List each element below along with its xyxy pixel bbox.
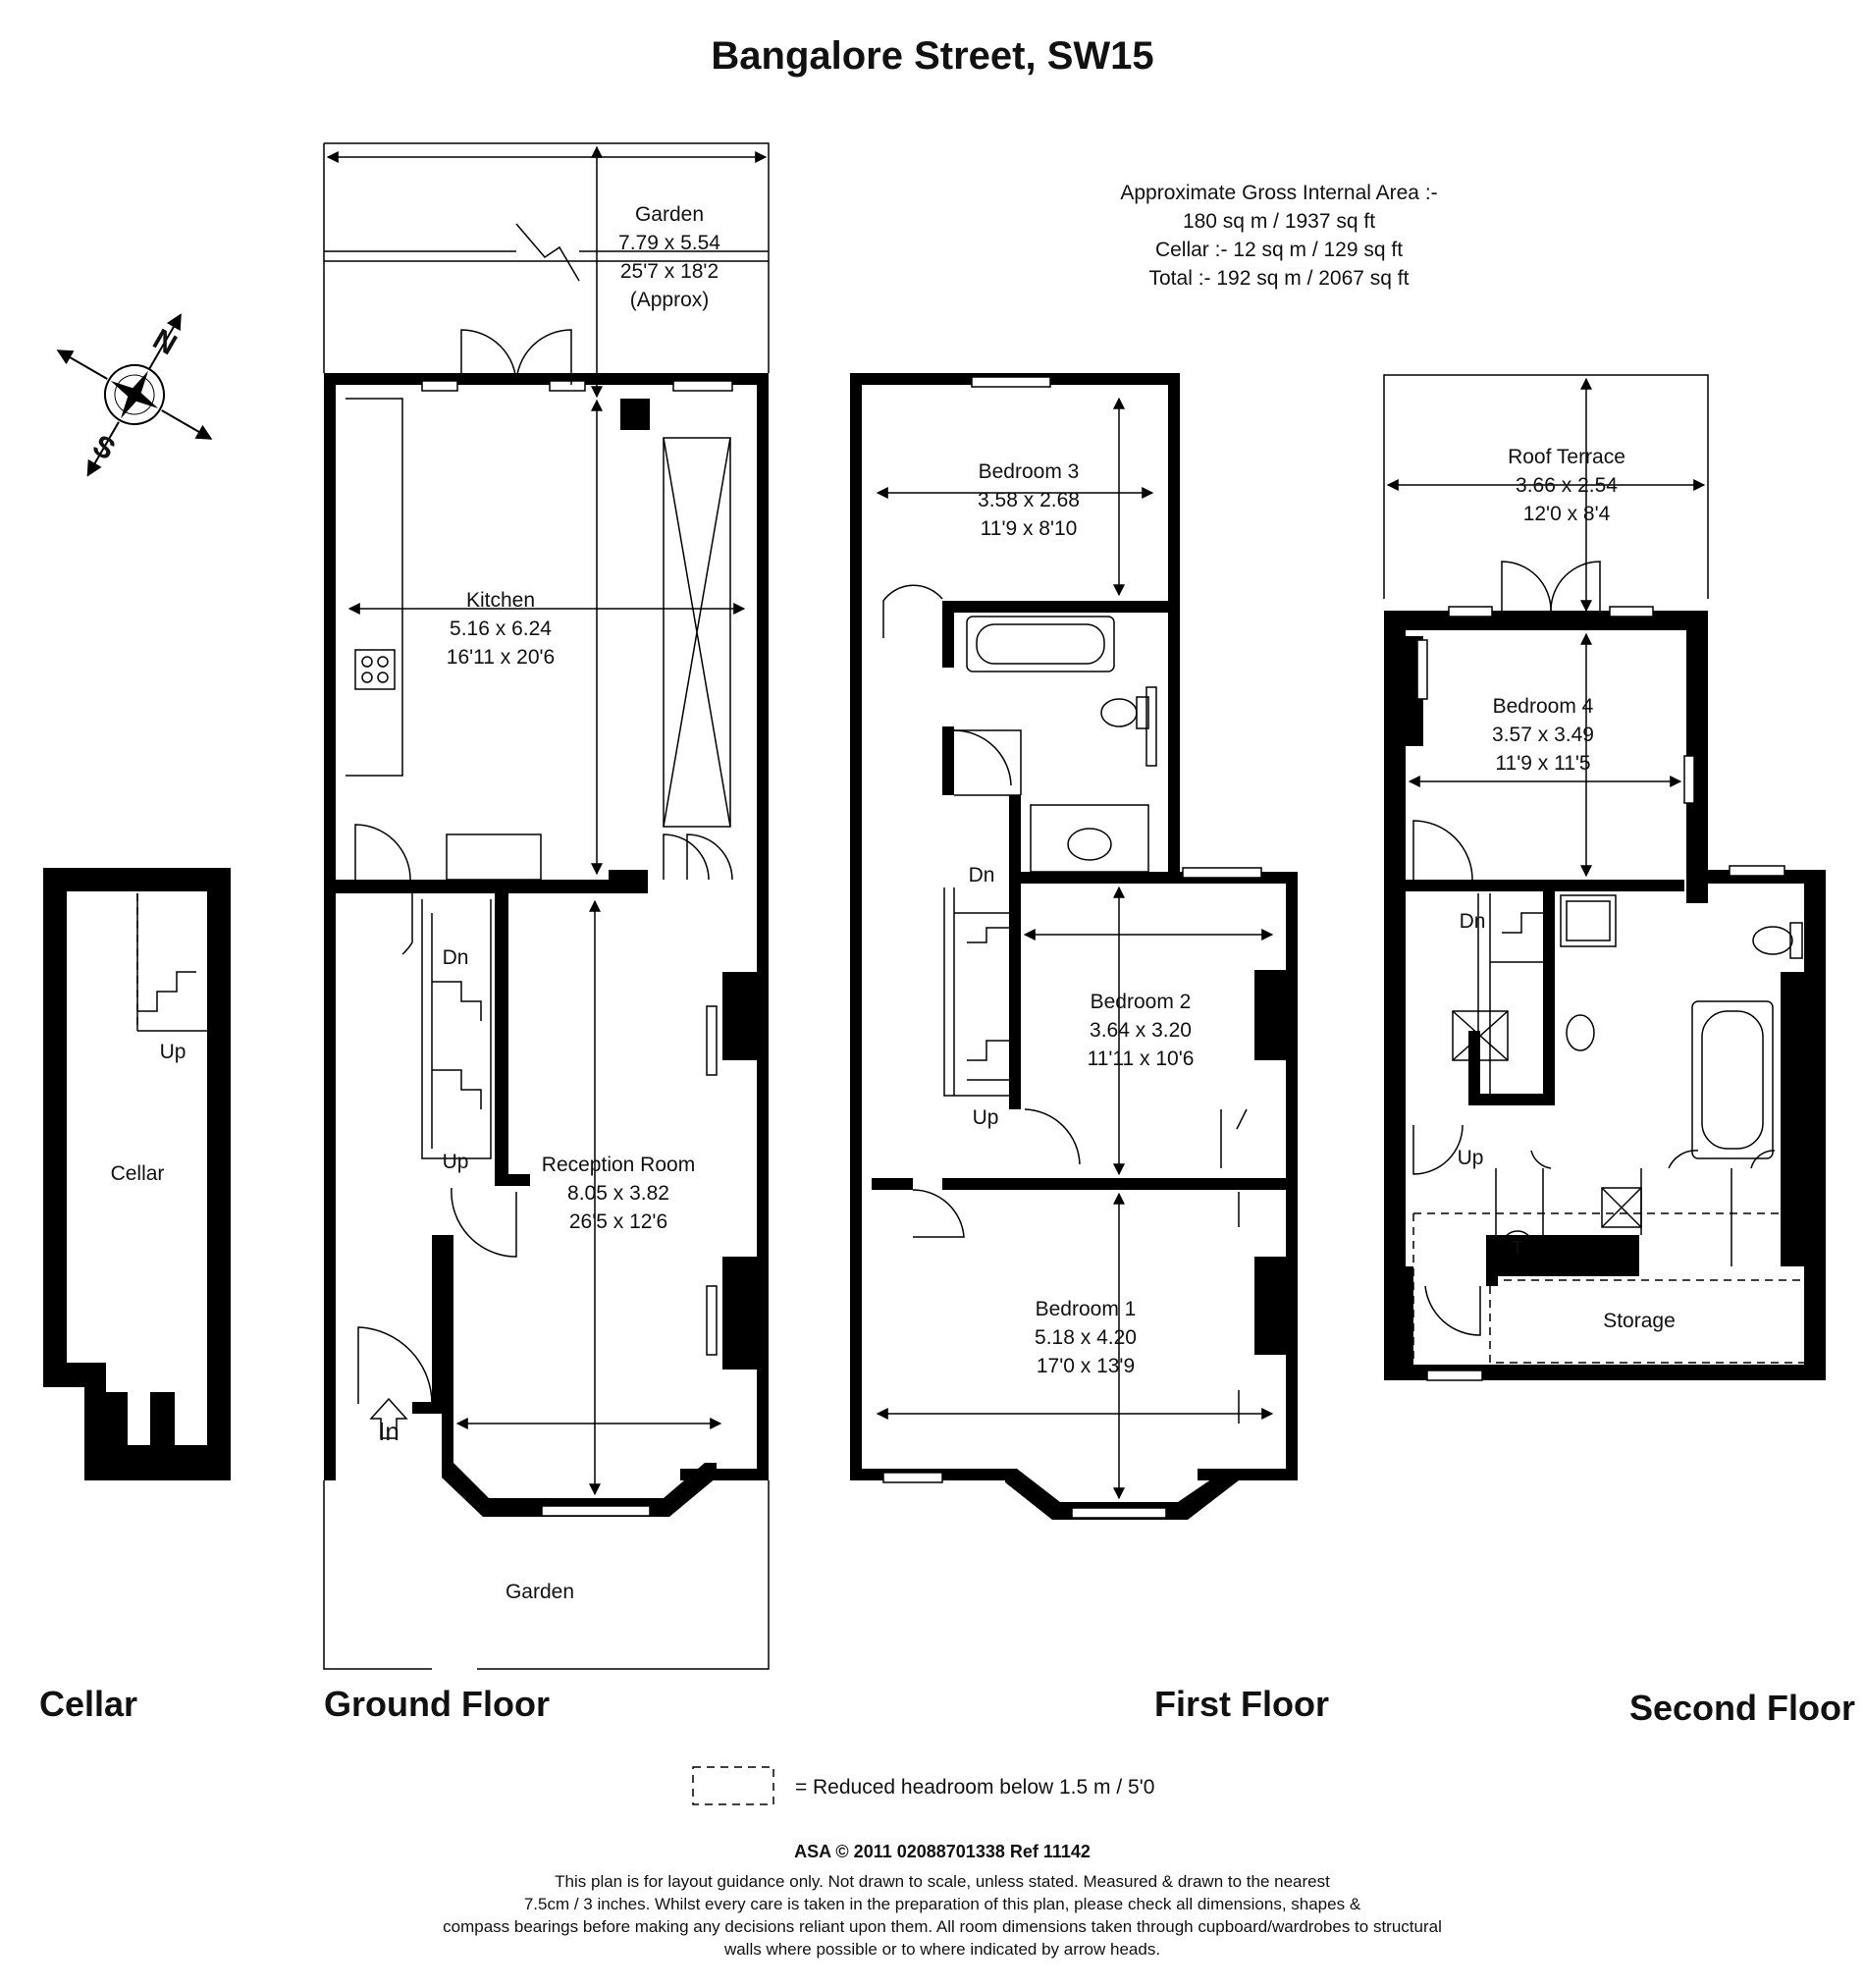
compass-icon: N S	[56, 313, 213, 477]
cellar-plan: Up Cellar	[43, 868, 231, 1480]
roof-terrace-imperial: 12'0 x 8'4	[1523, 503, 1611, 525]
bedroom3-imperial: 11'9 x 8'10	[981, 517, 1078, 540]
footer-line-1: This plan is for layout guidance only. N…	[555, 1872, 1330, 1891]
bedroom2-metric: 3.64 x 3.20	[1090, 1019, 1192, 1042]
area-total: Total :- 192 sq m / 2067 sq ft	[1149, 267, 1410, 290]
garden-front-name: Garden	[506, 1581, 574, 1603]
bedroom1-metric: 5.18 x 4.20	[1035, 1326, 1137, 1349]
legend-equals: =	[795, 1776, 807, 1799]
garden-rear-note: (Approx)	[630, 289, 710, 311]
garden-rear-imperial: 25'7 x 18'2	[620, 260, 719, 283]
roof-terrace-metric: 3.66 x 2.54	[1516, 474, 1618, 497]
kitchen-imperial: 16'11 x 20'6	[447, 646, 555, 669]
footer: ASA © 2011 02088701338 Ref 11142 This pl…	[443, 1842, 1442, 1959]
bedroom2-imperial: 11'11 x 10'6	[1088, 1048, 1195, 1070]
floor-label-second: Second Floor	[1629, 1688, 1855, 1728]
footer-ref: ASA © 2011 02088701338 Ref 11142	[794, 1842, 1091, 1861]
legend-dashed-box	[692, 1766, 774, 1805]
bedroom3-metric: 3.58 x 2.68	[978, 489, 1080, 511]
area-cellar: Cellar :- 12 sq m / 129 sq ft	[1155, 239, 1403, 261]
plan-title: Bangalore Street, SW15	[711, 34, 1153, 78]
reception-imperial: 26'5 x 12'6	[569, 1210, 667, 1233]
first-stair-up: Up	[973, 1106, 999, 1129]
ground-floor-plan: Dn Up In Garden 7.79 x 5.54 25'7 x 18'2 …	[323, 142, 770, 1670]
bedroom4-metric: 3.57 x 3.49	[1492, 724, 1594, 746]
second-stair-down: Dn	[1460, 910, 1486, 933]
footer-line-4: walls where possible or to where indicat…	[723, 1940, 1160, 1959]
bedroom1-imperial: 17'0 x 13'9	[1037, 1355, 1135, 1377]
reception-metric: 8.05 x 3.82	[567, 1182, 669, 1205]
compass-south-label: S	[87, 429, 121, 467]
compass-north-label: N	[147, 323, 182, 361]
ground-stair-down: Dn	[443, 946, 469, 969]
floor-label-cellar: Cellar	[39, 1684, 137, 1724]
cellar-label: Cellar	[111, 1162, 165, 1185]
floor-label-ground: Ground Floor	[324, 1684, 550, 1724]
bedroom4-name: Bedroom 4	[1493, 695, 1594, 718]
floor-label-first: First Floor	[1154, 1684, 1329, 1724]
bedroom4-imperial: 11'9 x 11'5	[1495, 752, 1590, 775]
reception-name: Reception Room	[542, 1154, 695, 1176]
area-summary: Approximate Gross Internal Area :- 180 s…	[1120, 182, 1437, 290]
bedroom2-name: Bedroom 2	[1091, 991, 1192, 1013]
garden-rear-name: Garden	[635, 203, 704, 226]
garden-rear-metric: 7.79 x 5.54	[618, 232, 720, 254]
area-main: 180 sq m / 1937 sq ft	[1183, 210, 1375, 233]
area-heading: Approximate Gross Internal Area :-	[1120, 182, 1437, 204]
cellar-stair-up: Up	[160, 1041, 186, 1063]
storage-name: Storage	[1603, 1310, 1676, 1332]
second-floor-plan: T Dn Up Roof Terrace 3.66 x 2.54 12'0 x …	[1383, 374, 1826, 1381]
kitchen-name: Kitchen	[466, 589, 535, 612]
first-stair-down: Dn	[969, 864, 995, 887]
ground-stair-up: Up	[443, 1151, 469, 1173]
legend: = Reduced headroom below 1.5 m / 5'0	[692, 1766, 1154, 1805]
bedroom3-name: Bedroom 3	[979, 460, 1080, 483]
footer-line-2: 7.5cm / 3 inches. Whilst every care is t…	[524, 1895, 1361, 1913]
tank-label: T	[1513, 1238, 1523, 1258]
footer-line-3: compass bearings before making any decis…	[443, 1917, 1442, 1936]
legend-text: Reduced headroom below 1.5 m / 5'0	[813, 1776, 1154, 1799]
bedroom1-name: Bedroom 1	[1036, 1298, 1137, 1320]
roof-terrace-name: Roof Terrace	[1508, 446, 1625, 468]
kitchen-metric: 5.16 x 6.24	[450, 618, 552, 640]
first-floor-plan: Dn Up Bedroom 3 3.58 x 2.68 11'9 x 8'10 …	[850, 373, 1298, 1520]
second-stair-up: Up	[1458, 1147, 1484, 1169]
entrance-label: In	[378, 1417, 399, 1446]
